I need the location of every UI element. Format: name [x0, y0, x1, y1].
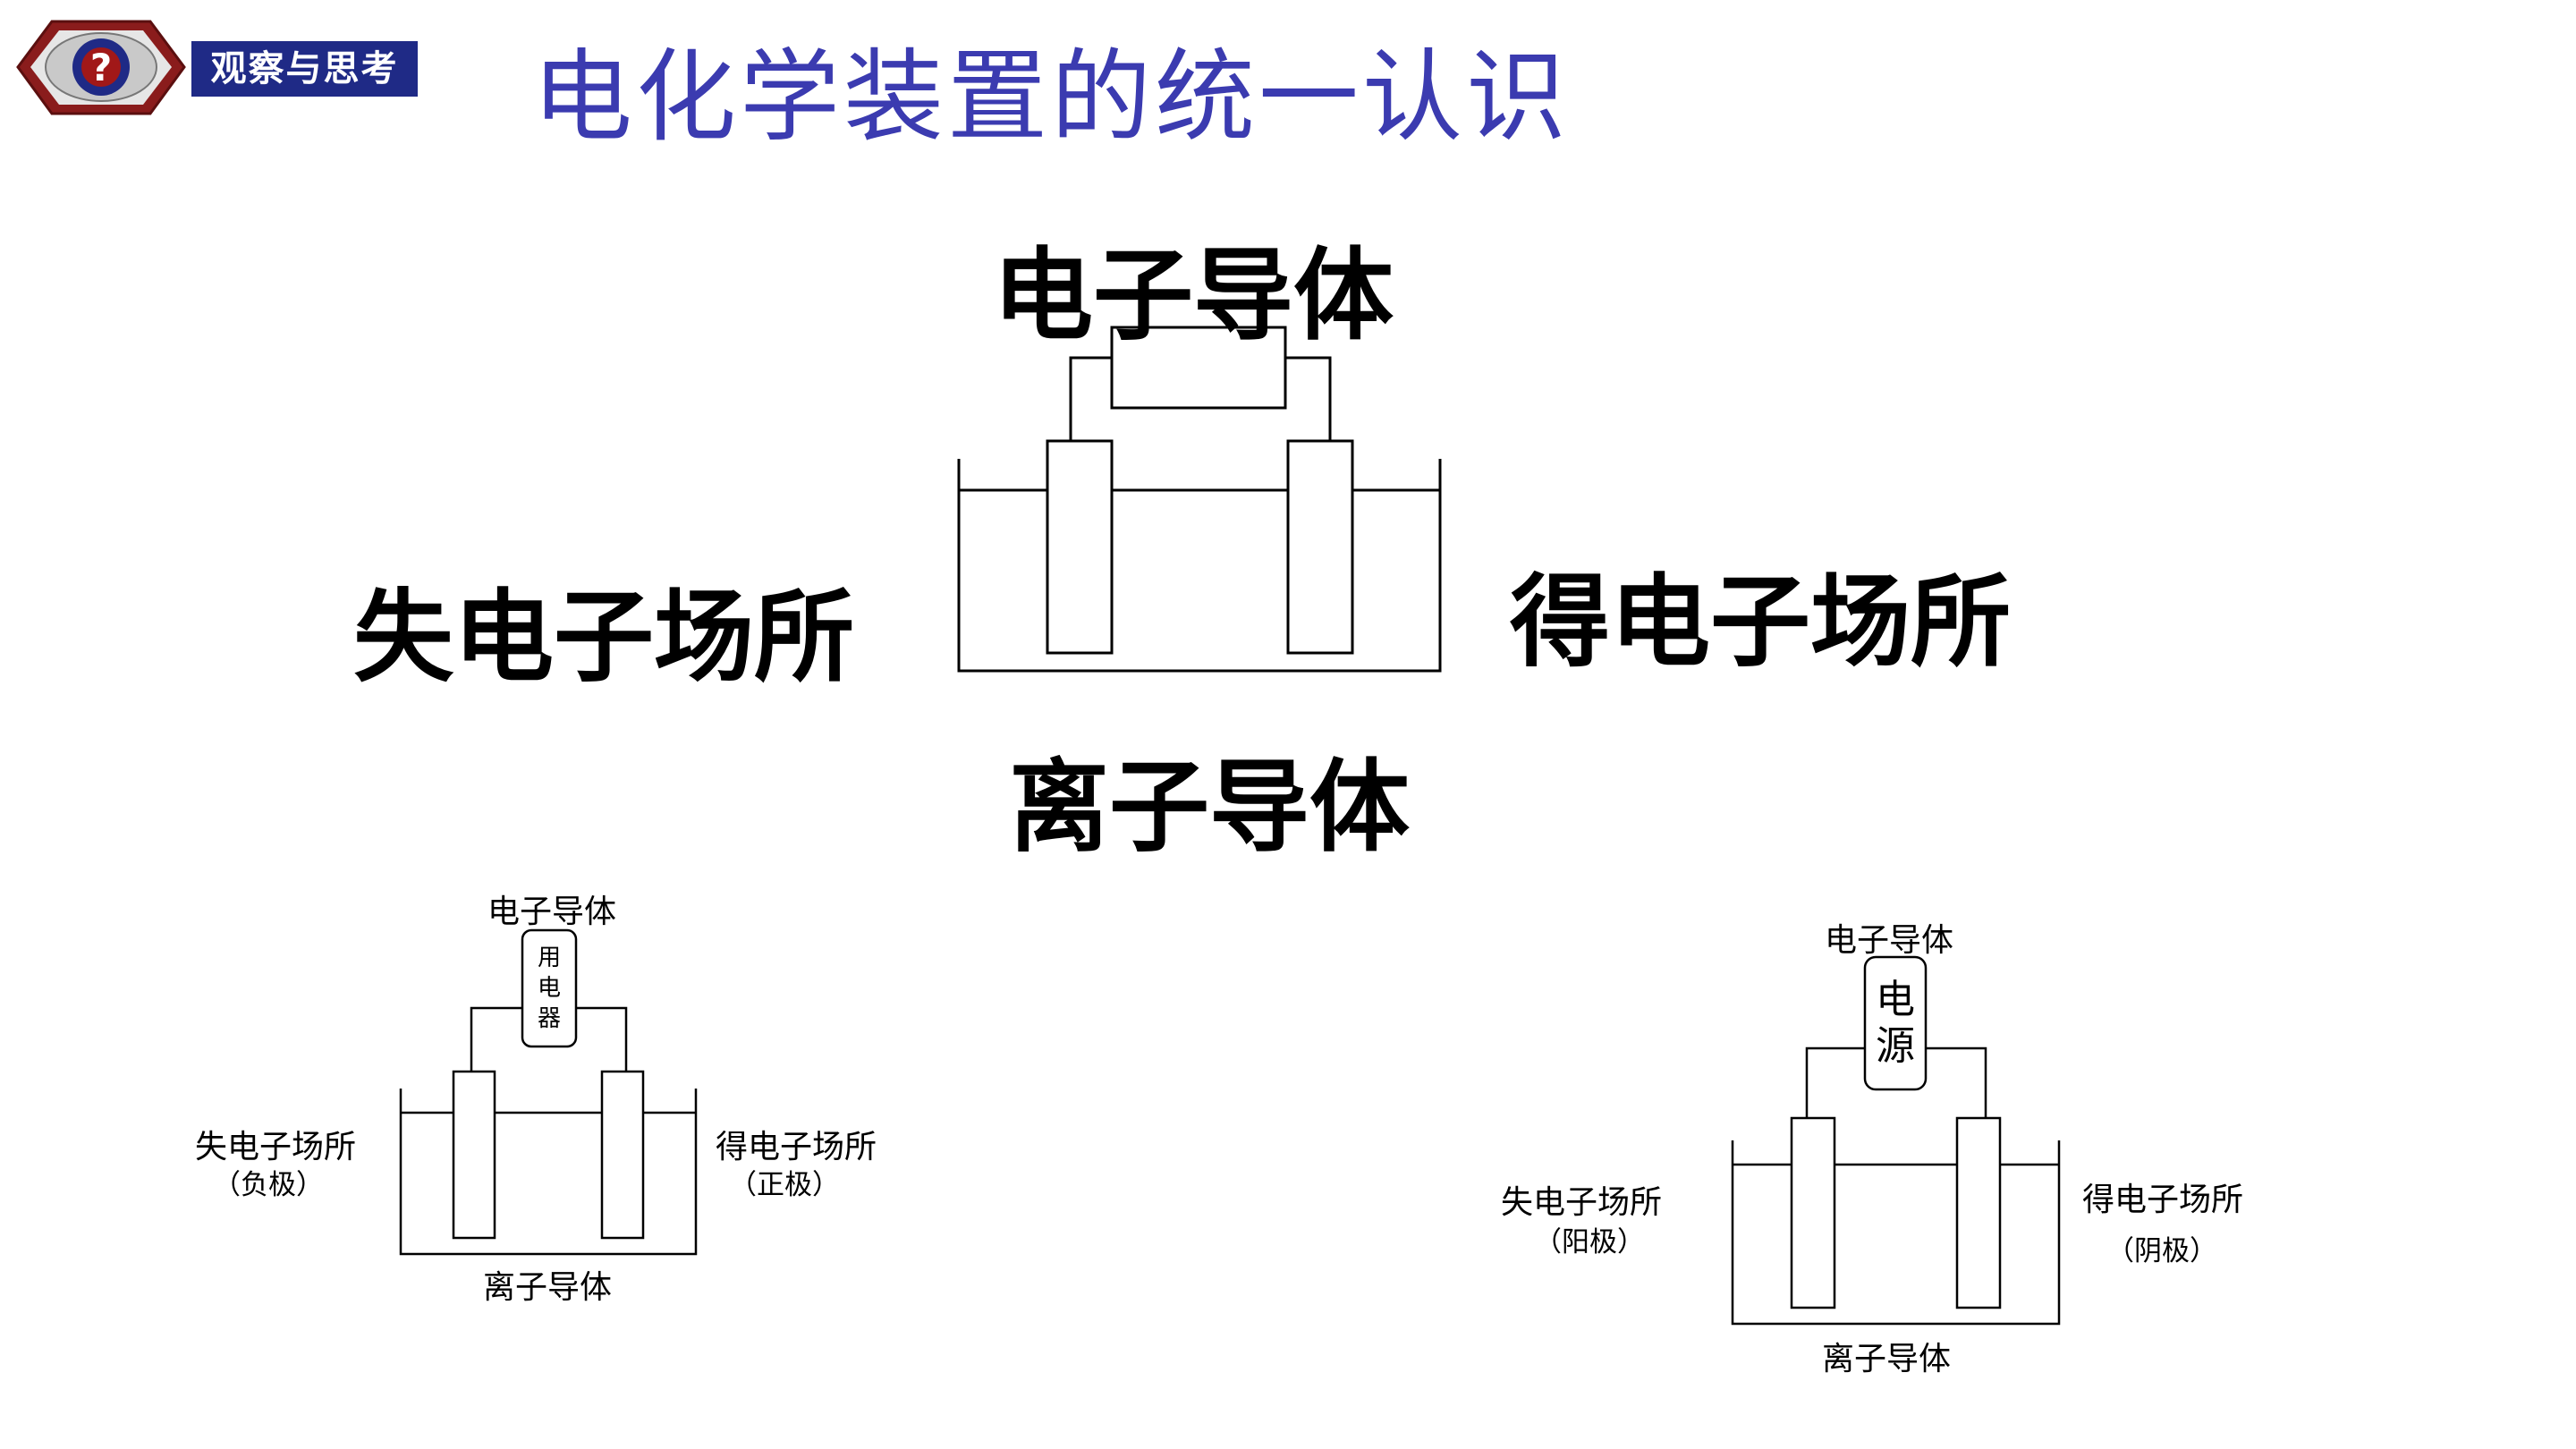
galvanic-right-electrode [600, 1070, 645, 1240]
main-right-label: 得电子场所 [1510, 564, 2011, 681]
badge-label: 观察与思考 [191, 41, 418, 97]
main-beaker [957, 459, 1442, 673]
question-mark-icon: ? [16, 20, 186, 115]
galvanic-beaker [399, 1089, 698, 1256]
electrolytic-left-label: 失电子场所 [1501, 1184, 1663, 1221]
electrolytic-right-electrode [1955, 1116, 2002, 1309]
electrolytic-device-box [1863, 955, 1928, 1091]
electrolytic-left-sub: （阳极） [1534, 1226, 1645, 1258]
main-cell-diagram [957, 326, 1442, 673]
galvanic-right-label: 得电子场所 [716, 1129, 877, 1165]
electrolytic-right-wire [1926, 1046, 1987, 1118]
electrolytic-top-label: 电子导体 [1825, 922, 1954, 959]
galvanic-device-char: 用 [537, 945, 561, 971]
main-left-electrode [1046, 439, 1114, 655]
main-left-wire [1069, 356, 1112, 441]
electrolytic-beaker [1731, 1140, 2061, 1326]
observe-think-badge: ? 观察与思考 [7, 16, 419, 119]
main-right-wire [1285, 356, 1332, 441]
electrolytic-left-electrode [1790, 1116, 1836, 1309]
galvanic-left-label: 失电子场所 [195, 1129, 357, 1165]
main-bottom-label: 离子导体 [1009, 749, 1410, 866]
main-left-label: 失电子场所 [353, 579, 854, 696]
svg-text:?: ? [90, 46, 112, 89]
galvanic-left-electrode [452, 1070, 496, 1240]
main-top-label: 电子导体 [993, 237, 1394, 354]
electrolytic-device-char: 电 [1876, 977, 1915, 1022]
page-title: 电化学装置的统一认识 [532, 39, 1570, 156]
galvanic-cell-diagram [399, 928, 698, 1256]
electrolytic-device-char: 源 [1876, 1023, 1915, 1069]
electrolytic-cell-diagram [1731, 955, 2061, 1326]
galvanic-device-char: 器 [537, 1005, 561, 1032]
galvanic-device-box [521, 928, 578, 1048]
electrolytic-right-sub: （阴极） [2106, 1235, 2217, 1267]
electrolytic-bottom-label: 离子导体 [1822, 1341, 1952, 1377]
main-conductor-box [1110, 326, 1287, 410]
galvanic-left-wire [470, 1006, 522, 1072]
electrolytic-right-label: 得电子场所 [2082, 1182, 2244, 1218]
galvanic-bottom-label: 离子导体 [483, 1269, 613, 1306]
galvanic-left-sub: （负极） [213, 1169, 324, 1201]
galvanic-right-wire [576, 1006, 628, 1072]
electrolytic-device-label: 电 源 [1865, 957, 1926, 1089]
galvanic-device-label: 用 电 器 [522, 930, 576, 1046]
galvanic-top-label: 电子导体 [487, 894, 617, 930]
galvanic-device-char: 电 [537, 975, 561, 1002]
main-right-electrode [1286, 439, 1354, 655]
electrolytic-left-wire [1805, 1046, 1865, 1118]
galvanic-right-sub: （正极） [729, 1169, 840, 1201]
